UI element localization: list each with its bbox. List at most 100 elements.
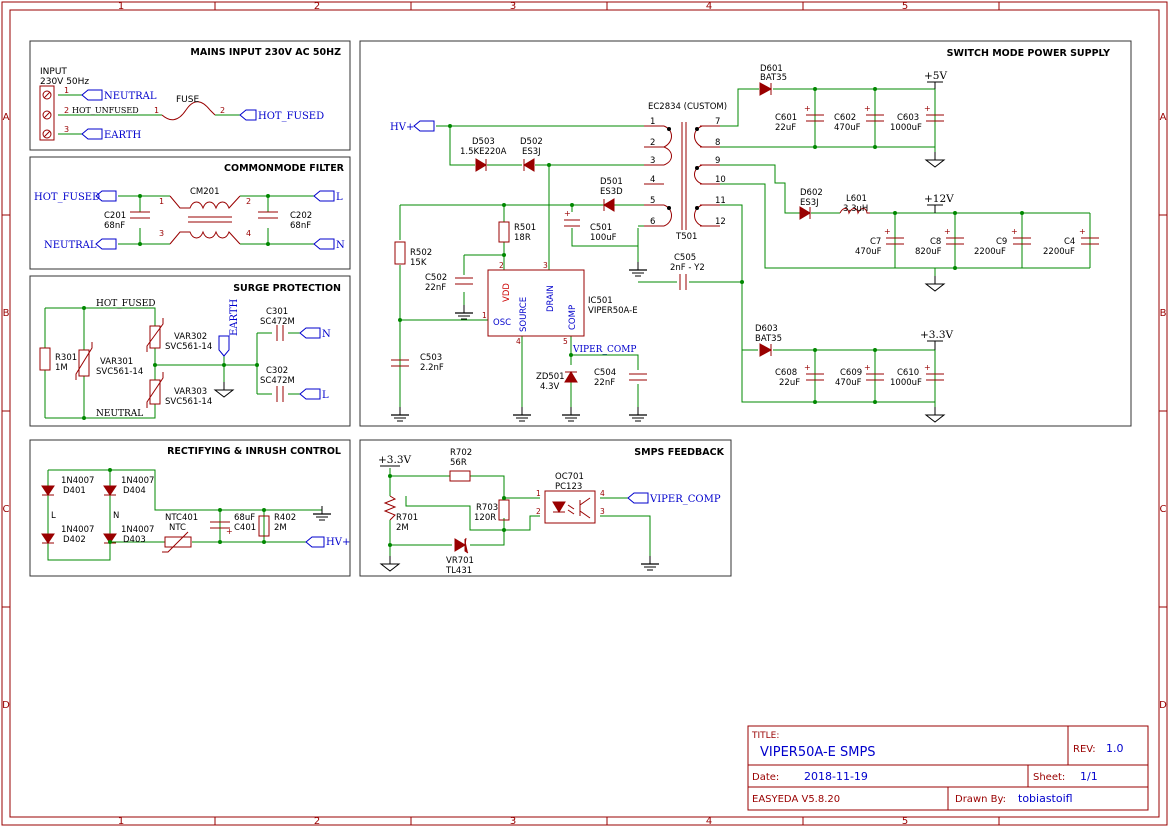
r301-ref: R301: [55, 353, 77, 363]
c504-value: 22nF: [594, 378, 615, 388]
cm-net-hot-fused: HOT_FUSED: [34, 192, 100, 203]
diode-d503: [475, 158, 487, 172]
panel-mains-box: [29, 40, 351, 151]
fb-net-viper-comp: VIPER_COMP: [649, 494, 721, 505]
rail-33v-label: +3.3V: [920, 329, 953, 341]
r701-ref: R701: [396, 513, 418, 523]
junction: [813, 87, 817, 91]
ntc401-value: NTC: [169, 523, 186, 533]
d404-ref: D404: [123, 486, 146, 496]
cm-wires: [118, 195, 314, 245]
diode-d502: [523, 158, 535, 172]
col-label-5: 5: [902, 1, 908, 12]
net-flag-hot-fused: [239, 109, 257, 121]
junction: [262, 540, 266, 544]
cap-c7: [886, 237, 904, 245]
c401-plus: +: [226, 527, 233, 536]
cm-choke: [169, 195, 241, 245]
rect-wires: [47, 469, 322, 561]
gnd-surge: [214, 381, 234, 398]
col-label-1-bottom: 1: [118, 816, 124, 827]
cap-c401: [210, 521, 230, 529]
varistor-var303: [146, 372, 164, 408]
junction: [108, 540, 112, 544]
input-label-1: INPUT: [40, 67, 67, 77]
d502-ref: D502: [520, 137, 543, 147]
gnd-rect: [312, 505, 332, 521]
panel-smps-box: [359, 40, 1132, 427]
title-block: [747, 725, 1149, 811]
dot-2: [695, 127, 699, 131]
fuse-symbol: [161, 101, 216, 121]
cap-c505: [679, 274, 687, 290]
cap-c504: [629, 373, 647, 381]
junction: [138, 242, 142, 246]
c608-ref: C608: [775, 368, 797, 378]
terminal-pin-3: 3: [64, 125, 69, 134]
c501-ref: C501: [590, 223, 612, 233]
dot-5: [695, 206, 699, 210]
junction: [873, 87, 877, 91]
junction: [108, 468, 112, 472]
ic501-pin-osc: OSC: [493, 318, 511, 328]
c608-value: 22uF: [779, 378, 800, 388]
gnd-t501: [628, 261, 648, 277]
r703-ref: R703: [476, 503, 498, 513]
terminal-pin-1: 1: [64, 86, 69, 95]
row-label-a-right: A: [1160, 112, 1167, 123]
ic501-pin-drain: DRAIN: [546, 285, 556, 312]
c401-value: 68uF: [234, 513, 255, 523]
net-flag-neutral: [81, 89, 103, 101]
c502-ref: C502: [425, 273, 447, 283]
var301-ref: VAR301: [100, 357, 133, 367]
oc701-pin-2: 2: [536, 507, 541, 516]
title-label: TITLE:: [751, 731, 779, 741]
inductor-l601: [839, 208, 870, 215]
cm-pin-3: 3: [159, 229, 164, 238]
fuse-pin-2: 2: [220, 106, 225, 115]
cm-pin-2: 2: [246, 197, 251, 206]
ic501-pin-comp: COMP: [568, 305, 578, 330]
oc701-pin-4: 4: [600, 489, 605, 498]
junction: [266, 194, 270, 198]
c8-value: 820uF: [915, 247, 942, 257]
terminal-pin-2: 2: [64, 106, 69, 115]
panel-title-rect: RECTIFYING & INRUSH CONTROL: [167, 446, 341, 457]
c4-value: 2200uF: [1043, 247, 1075, 257]
var303-ref: VAR303: [174, 387, 207, 397]
rev-label: REV:: [1073, 744, 1096, 755]
d501-value: ES3D: [600, 187, 623, 197]
d404-value: 1N4007: [121, 476, 154, 486]
d402-ref: D402: [63, 535, 86, 545]
ic501-pinnum-3: 3: [543, 261, 548, 270]
c501-plus: +: [564, 209, 571, 218]
ic501-pinnum-4: 4: [516, 337, 521, 346]
t501-value: EC2834 (CUSTOM): [648, 102, 727, 112]
t501-pin-3: 3: [650, 156, 655, 166]
c609-value: 470uF: [835, 378, 862, 388]
col-label-4-bottom: 4: [706, 816, 712, 827]
r502-value: 15K: [410, 258, 427, 268]
ic501-value: VIPER50A-E: [588, 306, 638, 316]
c610-value: 1000uF: [890, 378, 922, 388]
fb-rail-33v: +3.3V: [378, 454, 411, 466]
shunt-vr701: [454, 537, 469, 554]
d602-ref: D602: [800, 188, 823, 198]
oc701-ref: OC701: [555, 472, 584, 482]
ic501-pinnum-2: 2: [499, 261, 504, 270]
surge-wires: [44, 307, 300, 419]
cap-c601: [806, 114, 824, 122]
panel-title-fb: SMPS FEEDBACK: [634, 447, 724, 458]
c4-ref: C4: [1064, 237, 1075, 247]
panel-fb-box: [359, 439, 732, 577]
junction: [873, 145, 877, 149]
junction: [502, 253, 506, 257]
cap-c603: [926, 114, 944, 122]
t501-pin-5: 5: [650, 196, 655, 206]
c7-value: 470uF: [855, 247, 882, 257]
junction: [547, 163, 551, 167]
dot-4: [667, 206, 671, 210]
res-r701: [383, 495, 397, 521]
rect-l: L: [51, 511, 56, 521]
